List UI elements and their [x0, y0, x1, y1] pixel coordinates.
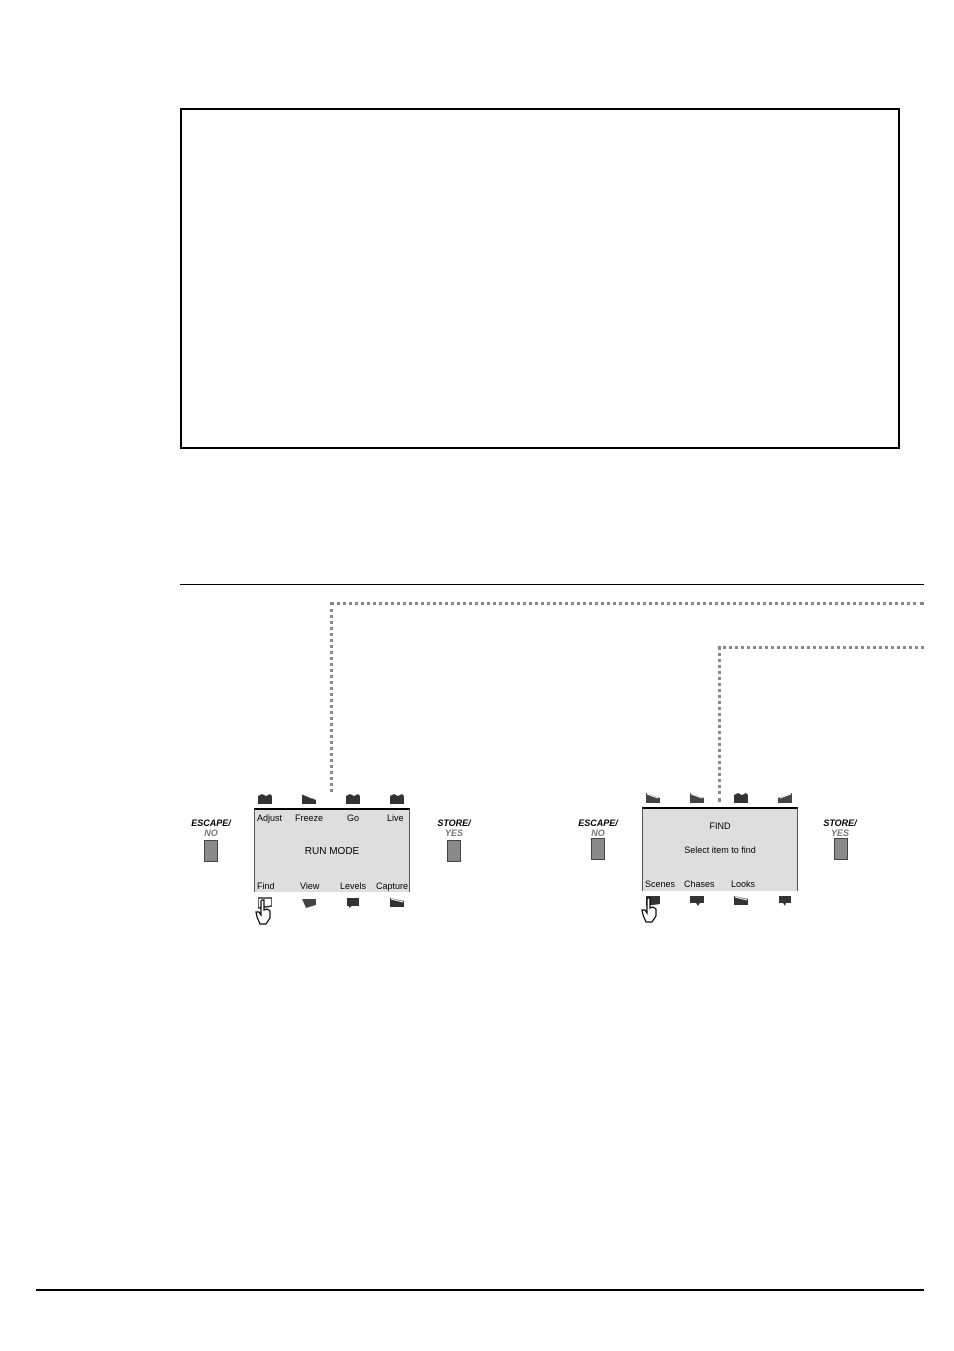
- softkey-label-looks: Looks: [731, 879, 756, 889]
- softkey-icon[interactable]: [734, 792, 748, 804]
- softkey-icon[interactable]: [302, 897, 316, 909]
- softkey-icon[interactable]: [346, 897, 360, 909]
- section-divider: [180, 584, 924, 585]
- footer-rule: [36, 1289, 924, 1291]
- store-label: STORE/ YES: [823, 818, 857, 838]
- screen-message: RUN MODE: [304, 846, 360, 857]
- softkey-icon[interactable]: [690, 895, 704, 907]
- softkey-icon[interactable]: [778, 895, 792, 907]
- softkey-label-view: View: [300, 881, 320, 891]
- escape-label: ESCAPE/ NO: [578, 818, 618, 838]
- softkey-icon[interactable]: [778, 792, 792, 804]
- softkey-label-find: Find: [257, 881, 275, 891]
- screen-title: FIND: [709, 821, 731, 831]
- softkey-icon[interactable]: [258, 793, 272, 805]
- escape-label: ESCAPE/ NO: [191, 818, 231, 838]
- softkey-label-adjust: Adjust: [257, 813, 283, 823]
- softkey-label-live: Live: [387, 813, 404, 823]
- softkey-icon[interactable]: [302, 793, 316, 805]
- softkey-icon[interactable]: [390, 897, 404, 909]
- store-button[interactable]: [834, 838, 848, 860]
- softkey-icon[interactable]: [390, 793, 404, 805]
- softkey-icon[interactable]: [346, 793, 360, 805]
- softkey-label-levels: Levels: [340, 881, 367, 891]
- store-label: STORE/ YES: [437, 818, 471, 838]
- escape-button[interactable]: [591, 838, 605, 860]
- connector-drop-2: [718, 646, 721, 802]
- store-button[interactable]: [447, 840, 461, 862]
- softkey-label-go: Go: [347, 813, 360, 823]
- lcd-screen: FIND Select item to find Scenes Chases L…: [642, 807, 798, 891]
- softkey-label-scenes: Scenes: [645, 879, 676, 889]
- softkey-icon[interactable]: [258, 897, 272, 909]
- framed-box: [180, 108, 900, 449]
- escape-button[interactable]: [204, 840, 218, 862]
- screen-message: Select item to find: [684, 845, 756, 855]
- pointing-hand-icon: [254, 898, 274, 931]
- pointing-hand-icon: [640, 896, 660, 929]
- connector-drop-1: [330, 602, 333, 792]
- softkey-icon[interactable]: [690, 792, 704, 804]
- connector-line-2: [718, 646, 924, 649]
- connector-line-1: [330, 602, 924, 605]
- lcd-screen: Adjust Freeze Go Live RUN MODE Find View…: [254, 808, 410, 892]
- softkey-label-capture: Capture: [376, 881, 409, 891]
- softkey-icon[interactable]: [734, 895, 748, 907]
- softkey-label-chases: Chases: [684, 879, 715, 889]
- softkey-icon[interactable]: [646, 792, 660, 804]
- softkey-label-freeze: Freeze: [295, 813, 324, 823]
